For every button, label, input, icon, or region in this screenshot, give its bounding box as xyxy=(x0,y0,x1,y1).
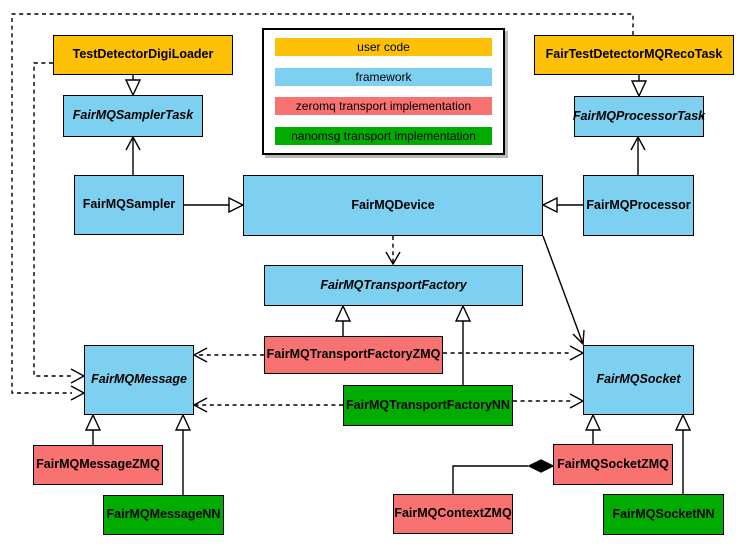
node-fairmq-socket-zmq: FairMQSocketZMQ xyxy=(553,444,673,485)
edge-device-to-socket xyxy=(542,235,585,346)
node-fairmq-socket: FairMQSocket xyxy=(583,345,694,415)
edge-socketzmq-to-socket xyxy=(584,413,602,444)
edge-messagezmq-to-message xyxy=(84,413,102,445)
edge-messagenn-to-message xyxy=(174,413,192,495)
node-test-detector-digi-loader: TestDetectorDigiLoader xyxy=(53,35,233,75)
edge-tfzmq-to-socket xyxy=(443,345,585,361)
node-fairmq-transport-factory: FairMQTransportFactory xyxy=(264,265,523,306)
edge-sampler-to-samplertask xyxy=(125,135,141,175)
edge-recotask-to-processortask xyxy=(630,75,648,98)
edge-tfnn-to-socket xyxy=(513,393,585,409)
edge-sampler-to-device xyxy=(184,196,245,214)
edge-processor-to-device xyxy=(541,196,583,214)
node-fairmq-processor-task: FairMQProcessorTask xyxy=(573,96,705,137)
node-fairmq-message: FairMQMessage xyxy=(84,345,194,415)
edge-tfnn-to-message xyxy=(192,397,343,413)
edge-tfzmq-to-message xyxy=(192,347,264,363)
node-fairmq-message-zmq: FairMQMessageZMQ xyxy=(33,445,163,485)
edge-processor-to-processortask xyxy=(630,135,646,175)
legend-item-user-code: user code xyxy=(275,38,492,56)
node-fairmq-sampler-task: FairMQSamplerTask xyxy=(63,95,203,137)
node-fairmq-sampler: FairMQSampler xyxy=(74,175,184,235)
node-fairmq-context-zmq: FairMQContextZMQ xyxy=(393,494,513,534)
node-fairmq-socket-nn: FairMQSocketNN xyxy=(603,494,724,535)
node-fair-test-detector-mq-reco-task: FairTestDetectorMQRecoTask xyxy=(534,35,734,75)
legend-item-framework: framework xyxy=(275,67,492,86)
legend-item-zeromq: zeromq transport implementation xyxy=(275,97,492,116)
edge-digiloader-to-samplertask xyxy=(124,75,142,97)
node-fairmq-transport-factory-zmq: FairMQTransportFactoryZMQ xyxy=(264,336,443,374)
legend-item-nanomsg: nanomsg transport implementation xyxy=(275,126,492,145)
edge-socketzmq-context-composition xyxy=(452,459,555,494)
legend: user code framework zeromq transport imp… xyxy=(262,28,505,155)
node-fairmq-transport-factory-nn: FairMQTransportFactoryNN xyxy=(343,385,513,426)
edge-tfzmq-to-transportfactory xyxy=(334,304,352,336)
node-fairmq-processor: FairMQProcessor xyxy=(583,175,694,236)
edge-tfnn-to-transportfactory xyxy=(454,304,472,385)
node-fairmq-message-nn: FairMQMessageNN xyxy=(103,495,224,535)
node-fairmq-device: FairMQDevice xyxy=(243,175,543,236)
edge-device-to-transportfactory xyxy=(385,236,401,266)
edge-socketnn-to-socket xyxy=(674,413,692,494)
